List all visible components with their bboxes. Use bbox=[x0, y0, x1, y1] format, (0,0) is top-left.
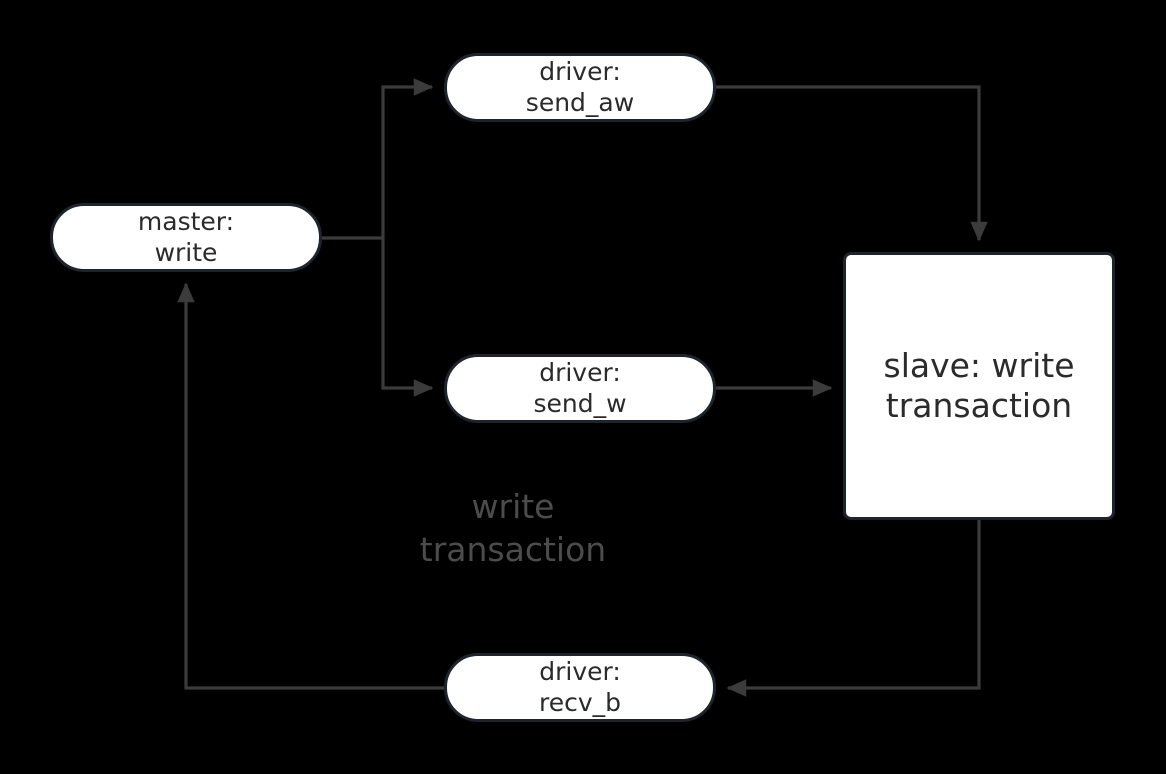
driver-recv-b-label: driver: recv_b bbox=[538, 657, 622, 717]
edge-master-to-send-w bbox=[381, 238, 434, 397]
slave-write-transaction-label: slave: write transaction bbox=[883, 345, 1075, 425]
edge-send-aw-to-slave bbox=[716, 85, 988, 242]
edge-recv-b-to-master bbox=[177, 282, 444, 690]
driver-recv-b-node[interactable]: driver: recv_b bbox=[444, 653, 716, 722]
edge-slave-to-recv-b bbox=[726, 520, 981, 697]
driver-send-w-node[interactable]: driver: send_w bbox=[444, 354, 716, 423]
edge-master-to-send-aw bbox=[322, 78, 434, 240]
write-transaction-caption: write transaction bbox=[419, 487, 607, 569]
driver-send-aw-node[interactable]: driver: send_aw bbox=[444, 53, 716, 122]
driver-send-w-label: driver: send_w bbox=[533, 358, 627, 418]
master-write-node[interactable]: master: write bbox=[50, 203, 322, 272]
driver-send-aw-label: driver: send_aw bbox=[525, 57, 635, 117]
master-write-label: master: write bbox=[137, 207, 235, 267]
slave-write-transaction-node[interactable]: slave: write transaction bbox=[843, 252, 1115, 520]
